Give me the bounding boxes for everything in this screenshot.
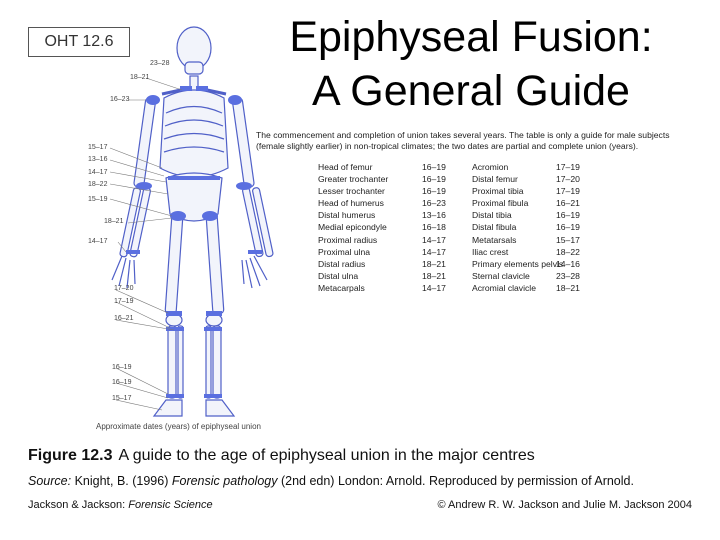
table-cell: 17–20 <box>556 174 580 185</box>
table-cell: Acromial clavicle <box>472 282 536 293</box>
table-cell: Head of femur <box>318 162 373 172</box>
skeleton-illustration <box>109 26 274 417</box>
table-cell: 13–16 <box>422 210 446 221</box>
intro-text: The commencement and completion of union… <box>256 130 670 151</box>
source-line: Source: Knight, B. (1996) Forensic patho… <box>28 474 634 488</box>
skeleton-label: 15–17 <box>112 395 132 402</box>
footer-authors: Jackson & Jackson: <box>28 499 129 511</box>
source-text-1: Knight, B. (1996) <box>71 474 172 488</box>
table-cell: Head of humerus <box>318 198 384 209</box>
table-cell: Greater trochanter <box>318 174 389 185</box>
skeleton-label: 16–19 <box>112 364 132 371</box>
table-cell: 17–19 <box>556 186 580 197</box>
footer-credit: Jackson & Jackson: Forensic Science <box>28 499 213 511</box>
table-cell: Distal femur <box>472 174 518 185</box>
figure-text: A guide to the age of epiphyseal union i… <box>118 447 535 464</box>
skeleton-label: 14–17 <box>88 238 108 245</box>
table-cell: Distal radius <box>318 258 366 269</box>
page-title: Epiphyseal Fusion: A General Guide <box>256 10 686 118</box>
skeleton-caption: Approximate dates (years) of epiphyseal … <box>96 422 261 431</box>
table-cell: 17–19 <box>556 162 580 172</box>
table-cell: Lesser trochanter <box>318 186 385 197</box>
skeleton-label: 15–19 <box>88 196 108 203</box>
figure-caption: Figure 12.3 A guide to the age of epiphys… <box>28 447 708 465</box>
table-cell: 18–21 <box>422 258 446 269</box>
table-cell: 18–21 <box>422 270 446 281</box>
title-line-1: Epiphyseal Fusion: <box>289 13 653 61</box>
table-cell: Distal ulna <box>318 270 359 281</box>
table-cell: 14–17 <box>422 246 446 257</box>
table-cell: 16–21 <box>556 198 580 209</box>
table-cell: 16–23 <box>422 198 446 209</box>
table-cell: Iliac crest <box>472 246 509 257</box>
table-cell: 14–17 <box>422 234 446 245</box>
skeleton-label: 18–21 <box>130 74 150 81</box>
table-cell: 23–28 <box>556 270 580 281</box>
skeleton-label: 17–19 <box>114 298 134 305</box>
table-cell: Primary elements pelvis <box>472 258 564 269</box>
skeleton-label: 16–19 <box>112 379 132 386</box>
figure-label: Figure 12.3 <box>28 447 113 464</box>
table-cell: Distal humerus <box>318 210 376 221</box>
table-cell: 18–21 <box>556 282 580 293</box>
table-cell: 16–19 <box>422 162 446 172</box>
table-cell: 14–17 <box>422 282 446 293</box>
table-cell: Proximal tibia <box>472 186 524 197</box>
skeleton-label: 16–23 <box>110 96 130 103</box>
skeleton-label: 14–17 <box>88 169 108 176</box>
skeleton-label: 18–21 <box>104 218 124 225</box>
skeleton-label: 15–17 <box>88 144 108 151</box>
table-cell: 15–17 <box>556 234 580 245</box>
skeleton-label: 13–16 <box>88 156 108 163</box>
source-book: Forensic pathology <box>171 474 278 488</box>
table-cell: 16–18 <box>422 222 446 233</box>
oht-badge: OHT 12.6 <box>28 27 130 57</box>
table-cell: Sternal clavicle <box>472 270 530 281</box>
table-cell: Distal fibula <box>472 222 517 233</box>
skeleton-label: 18–22 <box>88 181 108 188</box>
table-cell: Distal tibia <box>472 210 512 221</box>
skeleton-label: 23–28 <box>150 60 170 67</box>
footer-copyright: © Andrew R. W. Jackson and Julie M. Jack… <box>437 499 692 511</box>
table-cell: Proximal radius <box>318 234 378 245</box>
table-cell: 16–19 <box>422 174 446 185</box>
skeleton-label: 17–20 <box>114 285 134 292</box>
table-cell: 16–19 <box>556 222 580 233</box>
table-cell: Medial epicondyle <box>318 222 387 233</box>
table-cell: 14–16 <box>556 258 580 269</box>
footer-book: Forensic Science <box>128 499 213 511</box>
table-cell: 16–19 <box>556 210 580 221</box>
source-label: Source: <box>28 474 72 488</box>
table-cell: 18–22 <box>556 246 580 257</box>
table-cell: Acromion <box>472 162 509 172</box>
table-cell: Proximal ulna <box>318 246 371 257</box>
table-cell: Metatarsals <box>472 234 517 245</box>
title-line-2: A General Guide <box>312 67 630 115</box>
source-text-2: (2nd edn) London: Arnold. Reproduced by … <box>277 474 634 488</box>
table-cell: 16–19 <box>422 186 446 197</box>
skeleton-label: 16–21 <box>114 315 134 322</box>
table-cell: Metacarpals <box>318 282 365 293</box>
table-cell: Proximal fibula <box>472 198 529 209</box>
